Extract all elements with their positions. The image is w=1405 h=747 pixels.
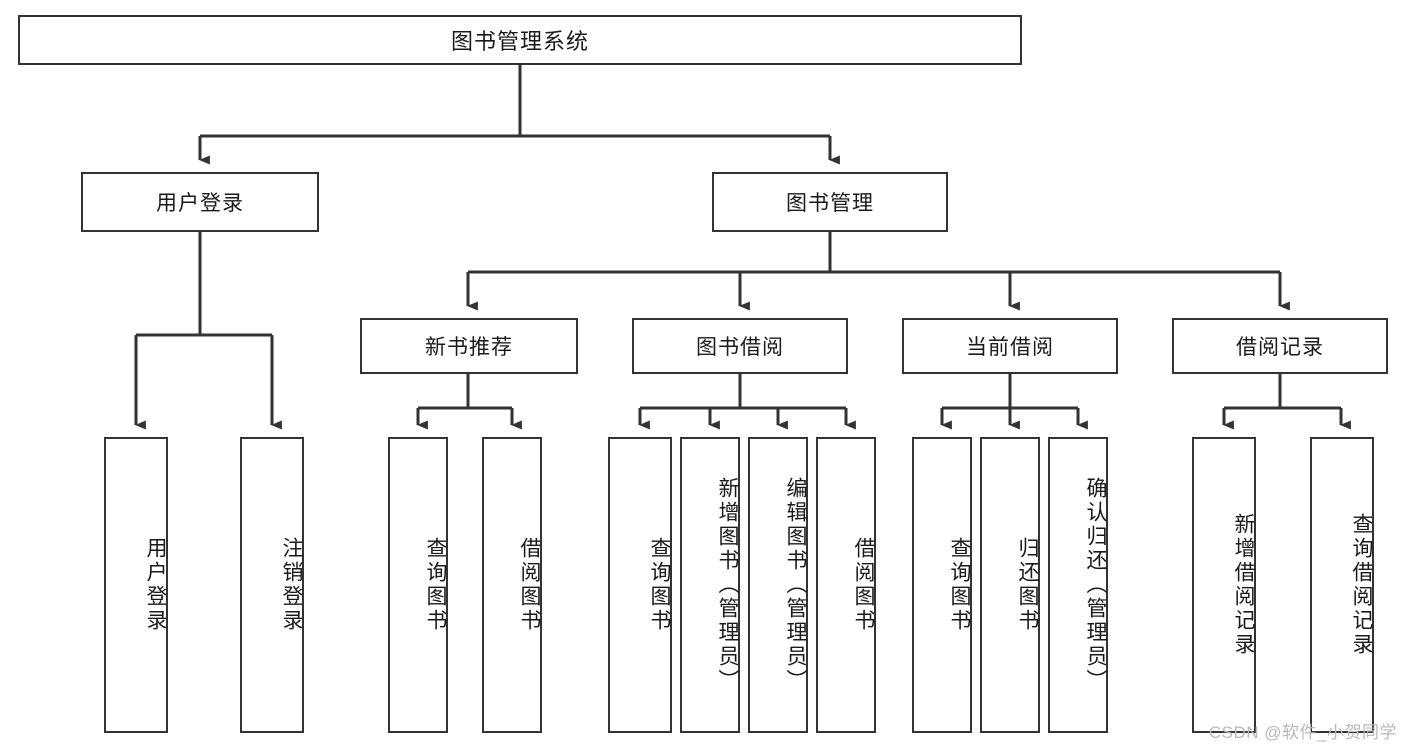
node-leaf-confirm-return[interactable]: 确认归还（管理员） [1048,437,1108,733]
node-leaf-query-book-1-label: 查询图书 [424,537,447,633]
node-book-borrow-label: 图书借阅 [696,336,784,359]
node-leaf-query-book-3-label: 查询图书 [948,537,971,633]
node-leaf-query-book-3[interactable]: 查询图书 [912,437,972,733]
node-root-label: 图书管理系统 [450,29,589,54]
node-book-borrow[interactable]: 图书借阅 [632,318,848,374]
node-leaf-edit-book-label: 编辑图书（管理员） [784,477,807,693]
node-root[interactable]: 图书管理系统 [18,15,1022,65]
node-new-book-rec[interactable]: 新书推荐 [360,318,578,374]
node-leaf-query-record[interactable]: 查询借阅记录 [1310,437,1374,733]
node-leaf-add-book[interactable]: 新增图书（管理员） [680,437,740,733]
node-leaf-borrow-book-1[interactable]: 借阅图书 [482,437,542,733]
node-user-login[interactable]: 用户登录 [81,172,319,232]
node-new-book-rec-label: 新书推荐 [425,336,513,359]
node-book-manage[interactable]: 图书管理 [712,172,948,232]
node-leaf-borrow-book-2[interactable]: 借阅图书 [816,437,876,733]
node-leaf-query-book-2[interactable]: 查询图书 [608,437,672,733]
node-current-borrow[interactable]: 当前借阅 [902,318,1118,374]
node-leaf-query-book-1[interactable]: 查询图书 [388,437,448,733]
node-leaf-user-logout[interactable]: 注销登录 [240,437,304,733]
node-leaf-add-record-label: 新增借阅记录 [1232,513,1255,657]
node-leaf-user-login-label: 用户登录 [144,537,167,633]
node-leaf-add-record[interactable]: 新增借阅记录 [1192,437,1256,733]
node-borrow-record-label: 借阅记录 [1236,336,1324,359]
node-leaf-return-book[interactable]: 归还图书 [980,437,1040,733]
node-user-login-label: 用户登录 [156,192,244,215]
node-leaf-user-logout-label: 注销登录 [280,537,303,633]
node-leaf-add-book-label: 新增图书（管理员） [716,477,739,693]
node-current-borrow-label: 当前借阅 [966,336,1054,359]
node-leaf-confirm-return-label: 确认归还（管理员） [1084,477,1107,693]
node-leaf-borrow-book-2-label: 借阅图书 [852,537,875,633]
node-leaf-query-book-2-label: 查询图书 [648,537,671,633]
node-borrow-record[interactable]: 借阅记录 [1172,318,1388,374]
node-leaf-user-login[interactable]: 用户登录 [104,437,168,733]
node-book-manage-label: 图书管理 [786,192,874,215]
node-leaf-borrow-book-1-label: 借阅图书 [518,537,541,633]
node-leaf-edit-book[interactable]: 编辑图书（管理员） [748,437,808,733]
node-leaf-return-book-label: 归还图书 [1016,537,1039,633]
node-leaf-query-record-label: 查询借阅记录 [1350,513,1373,657]
